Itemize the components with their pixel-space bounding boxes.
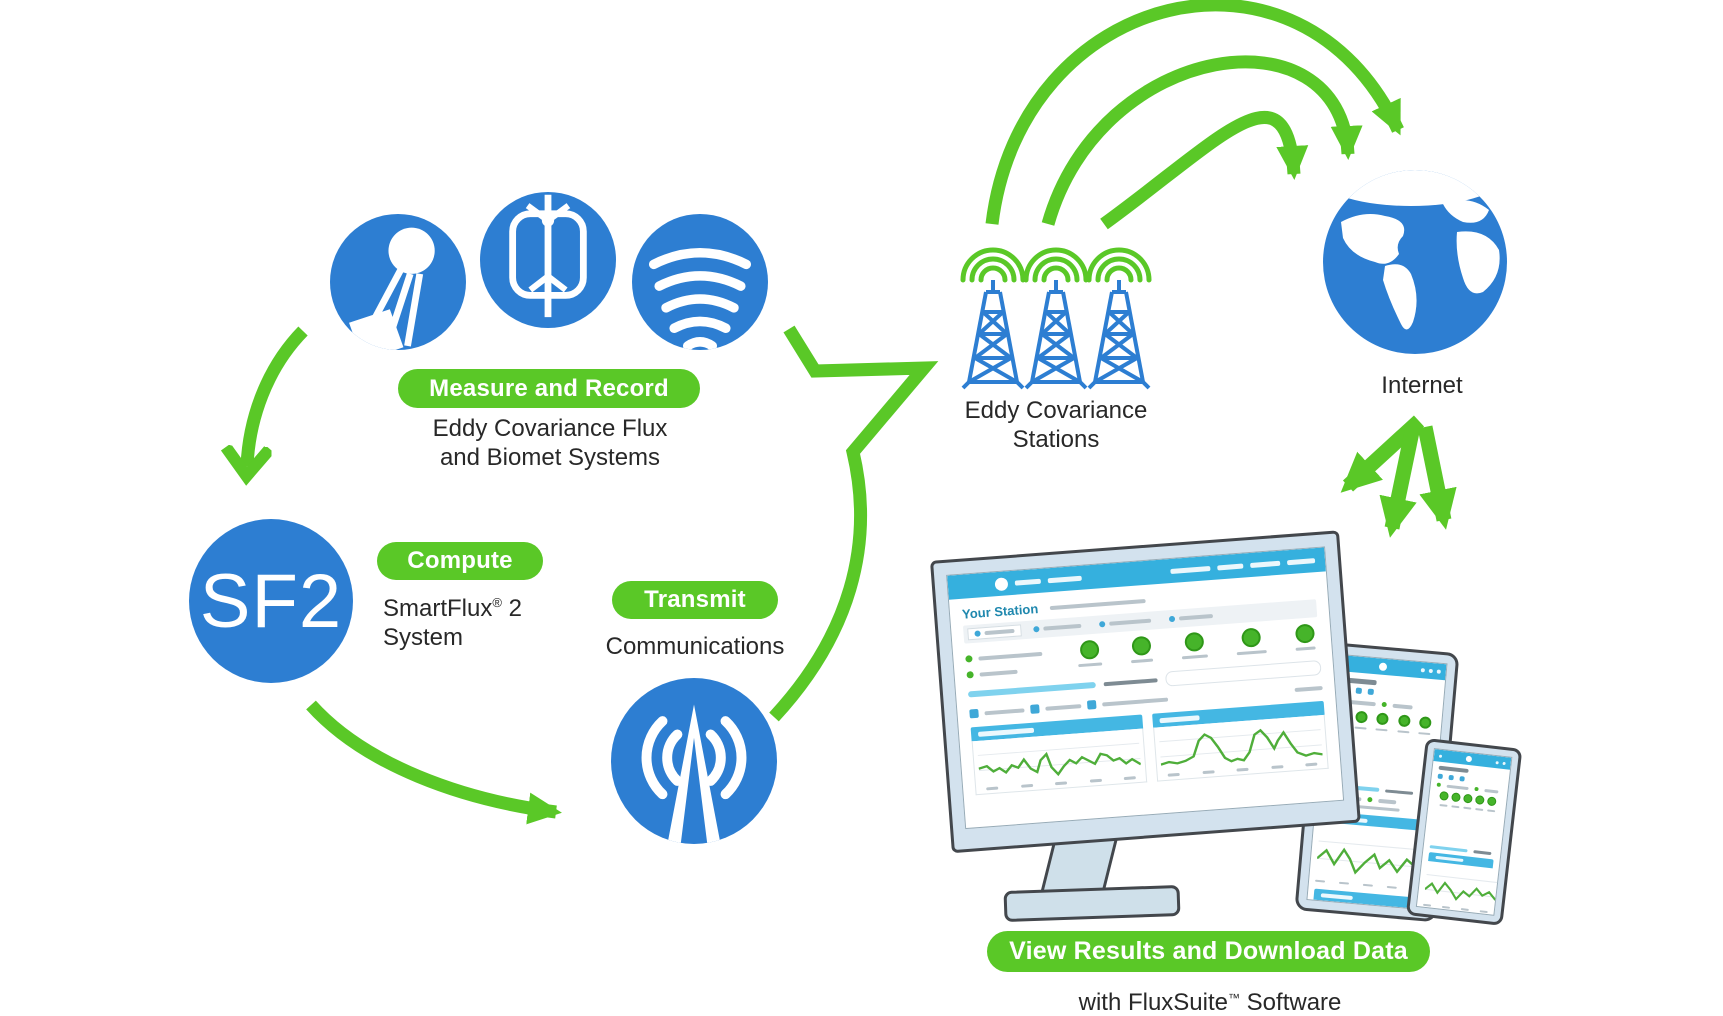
phone-mockup — [1405, 738, 1523, 926]
internet-caption: Internet — [1381, 372, 1463, 399]
measure-to-compute-arrow — [247, 326, 308, 466]
gas-analyzer-icon — [330, 214, 466, 350]
internet-to-devices-arrow-middle — [1379, 425, 1421, 538]
fluxsuite-logo — [994, 576, 1009, 591]
internet-globe-icon — [1323, 170, 1507, 354]
monitor-mockup: Your Station — [930, 530, 1361, 854]
tablet-panel-header-2 — [1313, 888, 1421, 909]
measure-caption-line2: and Biomet Systems — [439, 444, 661, 471]
phone-screen — [1415, 747, 1513, 916]
dashboard-chart-panel-right — [1152, 700, 1329, 782]
compute-pill: Compute — [377, 542, 543, 580]
dashboard-chart-panel-left — [970, 714, 1148, 796]
phone-chart — [1424, 873, 1504, 901]
compute-caption: SmartFlux® 2 System — [383, 588, 613, 652]
compute-to-transmit-arrow — [306, 700, 562, 825]
flux-chart-right — [1159, 728, 1323, 766]
internet-to-devices-arrow-left — [1340, 415, 1425, 493]
radio-tower-icon-2 — [1023, 247, 1089, 390]
sonic-anemometer-icon — [480, 192, 616, 328]
view-results-pill: View Results and Download Data — [987, 931, 1430, 972]
monitor-screen: Your Station — [946, 546, 1345, 830]
stations-caption-line1: Eddy Covariance — [964, 397, 1148, 424]
radio-tower-icon-3 — [1086, 247, 1152, 390]
stations-caption: Eddy Covariance Stations — [906, 396, 1206, 454]
station-to-internet-arc-middle — [1041, 55, 1363, 226]
flux-chart-left — [977, 742, 1142, 777]
smartflux-sf2-badge: SF2 — [189, 519, 353, 683]
phone-gauges — [1430, 790, 1500, 848]
compute-caption-line1: SmartFlux® 2 — [383, 595, 522, 622]
internet-to-devices-arrow-right — [1417, 425, 1457, 530]
compute-caption-line2: System — [383, 624, 464, 651]
station-to-internet-arc-inner — [1100, 110, 1309, 230]
measure-caption: Eddy Covariance Flux and Biomet Systems — [400, 414, 700, 472]
measure-caption-line1: Eddy Covariance Flux — [432, 415, 668, 442]
transmit-pill: Transmit — [612, 581, 778, 619]
transmit-caption: Communications — [605, 633, 785, 660]
antenna-broadcast-icon — [611, 678, 777, 844]
dashboard-title: Your Station — [961, 601, 1039, 622]
stations-caption-line2: Stations — [1012, 426, 1100, 453]
measure-pill: Measure and Record — [398, 369, 700, 408]
fluxsuite-logo — [1378, 662, 1388, 672]
fluxsuite-footer-caption: with FluxSuite™ Software — [1078, 989, 1342, 1016]
monitor-stand-base — [1003, 884, 1181, 923]
radio-tower-icon-1 — [960, 247, 1026, 390]
radiation-sensor-icon — [632, 214, 768, 350]
